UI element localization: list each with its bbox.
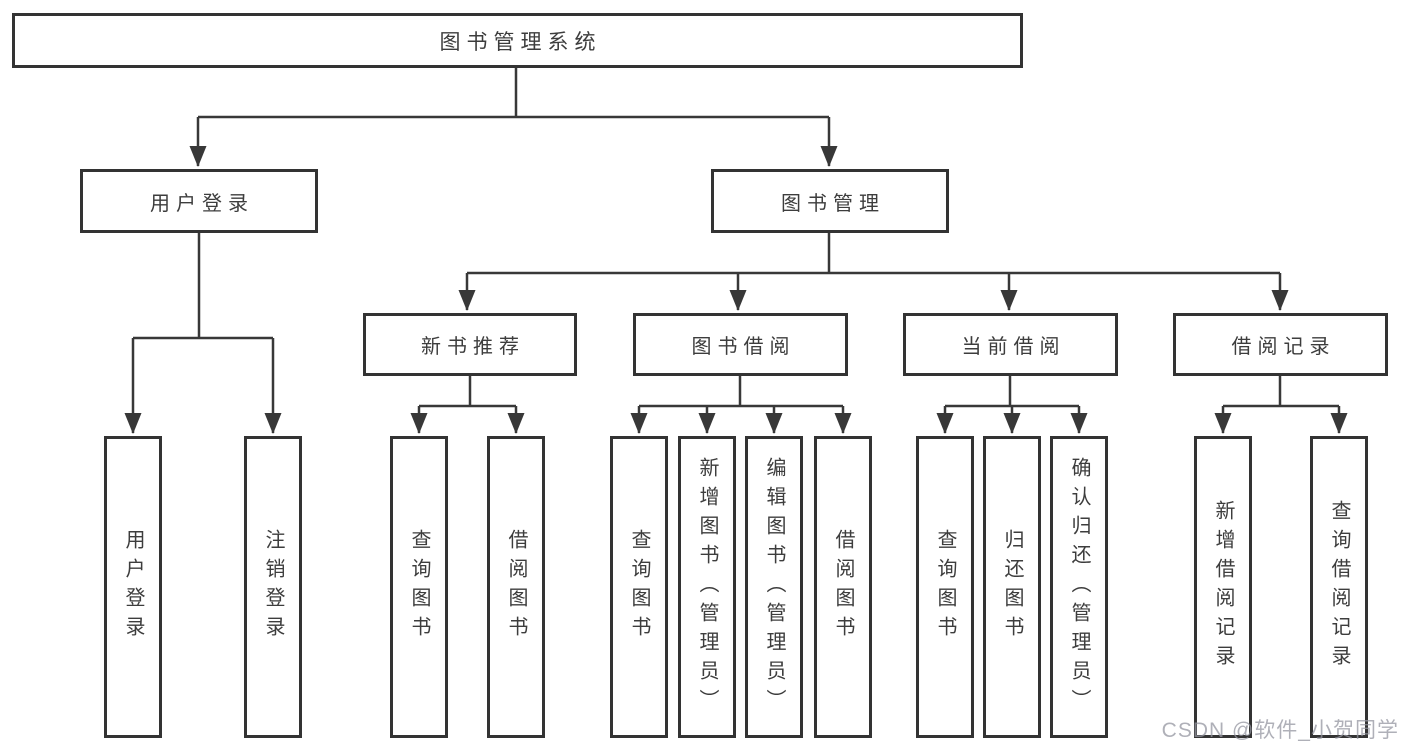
node-book-management: 图书管理 — [711, 169, 949, 233]
node-user-login: 用户登录 — [80, 169, 318, 233]
leaf-borrow-books: 借阅图书 — [814, 436, 872, 738]
node-root-system: 图书管理系统 — [12, 13, 1023, 68]
connector-book-mgmt-to-level3 — [458, 233, 1289, 311]
leaf-query-books-borrowing: 查询图书 — [610, 436, 668, 738]
leaf-query-borrow-record: 查询借阅记录 — [1310, 436, 1368, 738]
leaf-borrow-books-recommend: 借阅图书 — [487, 436, 545, 738]
connector-user-login-to-leaves — [124, 233, 282, 434]
leaf-return-books: 归还图书 — [983, 436, 1041, 738]
leaf-query-books-current: 查询图书 — [916, 436, 974, 738]
node-new-book-recommend: 新书推荐 — [363, 313, 577, 376]
node-borrowing-records: 借阅记录 — [1173, 313, 1388, 376]
connector-root-to-level2 — [189, 68, 838, 167]
connector-book-borrow-to-leaves — [630, 376, 852, 434]
node-current-borrowing: 当前借阅 — [903, 313, 1118, 376]
connector-borrow-records-to-leaves — [1214, 376, 1348, 434]
leaf-query-books-recommend: 查询图书 — [390, 436, 448, 738]
connector-current-borrow-to-leaves — [936, 376, 1088, 434]
leaf-confirm-return-admin: 确认归还（管理员） — [1050, 436, 1108, 738]
leaf-user-login: 用户登录 — [104, 436, 162, 738]
leaf-add-borrow-record: 新增借阅记录 — [1194, 436, 1252, 738]
leaf-logout: 注销登录 — [244, 436, 302, 738]
node-book-borrowing: 图书借阅 — [633, 313, 848, 376]
leaf-add-books-admin: 新增图书（管理员） — [678, 436, 736, 738]
leaf-edit-books-admin: 编辑图书（管理员） — [745, 436, 803, 738]
connector-new-books-to-leaves — [410, 376, 525, 434]
